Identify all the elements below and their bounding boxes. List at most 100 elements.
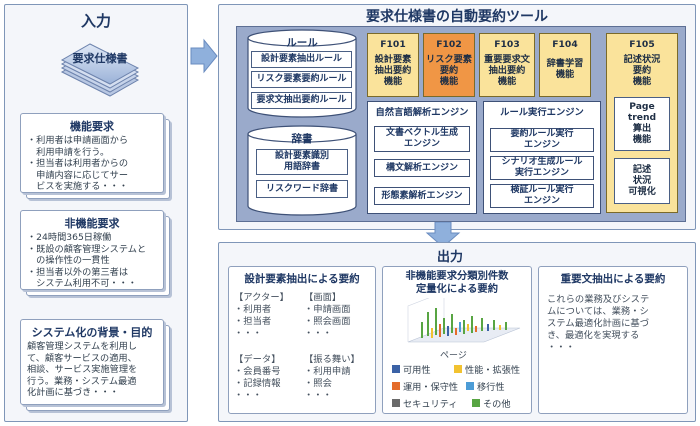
page-trend-chart-icon — [404, 291, 524, 350]
down-arrow-icon — [425, 221, 461, 248]
design-group-item: ・・・ — [234, 390, 262, 401]
legend-item-performance: 性能・拡張性 — [454, 362, 520, 376]
dict-item-riskword: リスクワード辞書 — [256, 180, 348, 198]
legend: 可用性 性能・拡張性 運用・保守性 移行性 セキュリティ その他 — [392, 362, 530, 412]
legend-swatch — [392, 399, 400, 407]
legend-swatch — [472, 399, 480, 407]
nonfunctional-req-line: の操作性の一貫性 — [27, 255, 110, 267]
legend-label: 運用・保守性 — [403, 382, 459, 393]
function-f104-label: 辞書学習 機能 — [546, 58, 584, 80]
design-group-item: ・利用申請 — [304, 366, 351, 377]
design-group-item: ・照会画面 — [304, 316, 351, 327]
dict-item-terms-label: 設計要素識別 用語辞書 — [274, 151, 329, 172]
legend-swatch — [392, 382, 400, 390]
legend-label: 可用性 — [403, 365, 431, 376]
function-f102: F102 リスク要素 要約 機能 — [423, 33, 475, 97]
document-stack-label: 要求仕様書 — [72, 52, 128, 65]
legend-label: 移行性 — [477, 382, 505, 393]
function-f101-label: 設計要素 抽出要約 機能 — [374, 54, 412, 87]
nlp-engine-docvector: 文書ベクトル生成 エンジン — [374, 126, 470, 152]
nonfunctional-req-card: 非機能要求 ・24時間365日稼働 ・既設の顧客管理システムと の操作性の一貫性… — [20, 210, 164, 290]
function-f101: F101 設計要素 抽出要約 機能 — [367, 33, 419, 97]
design-group-item: ・利用者 — [234, 304, 272, 315]
important-summary-line: き、最適化を実現する — [547, 330, 640, 341]
design-group-item: ・申請画面 — [304, 304, 351, 315]
rule-item-design: 設計要素抽出ルール — [251, 51, 352, 68]
design-group-data: 【データ】 ・会員番号 ・記録情報 ・・・ — [234, 354, 300, 402]
design-group-item: ・担当者 — [234, 316, 272, 327]
rule-engine-verify: 検証ルール実行 エンジン — [490, 184, 594, 208]
legend-label: 性能・拡張性 — [465, 365, 521, 376]
functional-req-line: 申請内容に応じてサー — [27, 169, 129, 181]
function-f102-id: F102 — [436, 39, 462, 50]
background-line: 顧客管理システムを利用し — [27, 341, 137, 352]
rules-label: ルール — [286, 37, 318, 49]
design-group-item: ・・・ — [234, 328, 262, 339]
function-f101-id: F101 — [380, 39, 406, 50]
input-title: 入力 — [80, 12, 111, 30]
output-title: 出力 — [436, 250, 463, 265]
nonfunctional-req-line: システム利用不可・・・ — [27, 278, 137, 290]
important-summary-line: ・・・ — [547, 342, 575, 353]
functional-req-line: ビスを実施する・・・ — [27, 181, 129, 193]
functional-req-line: 利用申請を行う。 — [27, 146, 110, 158]
legend-item-other: その他 — [472, 396, 511, 410]
rule-engine-summary: 要約ルール実行 エンジン — [490, 128, 594, 152]
important-summary-title: 重要文抽出による要約 — [560, 273, 666, 285]
functional-req-card: 機能要求 ・利用者は申請画面から 利用申請を行う。 ・担当者は利用者からの 申請… — [20, 113, 164, 193]
function-f105-visualize: 記述 状況 可視化 — [614, 158, 670, 204]
function-f102-label: リスク要素 要約 機能 — [426, 54, 472, 87]
rule-engine-title: ルール実行エンジン — [500, 107, 584, 118]
design-group-item: ・・・ — [304, 390, 332, 401]
nlp-engine-title: 自然言語解析エンジン — [375, 107, 469, 118]
function-f103: F103 重要要求文 抽出要約 機能 — [479, 33, 535, 97]
nonfunctional-req-heading: 非機能要求 — [64, 217, 120, 230]
legend-label: セキュリティ — [403, 399, 458, 410]
important-summary-line: ステム最適化計画に基づ — [547, 318, 649, 329]
nonfunc-summary-title: 非機能要求分類別件数 定量化による要約 — [405, 270, 509, 295]
rule-item-risk: リスク要素要約ルール — [251, 71, 352, 88]
function-f105-id: F105 — [629, 39, 655, 50]
function-f104: F104 辞書学習 機能 — [539, 33, 591, 97]
background-line: て、顧客サービスの適用、 — [27, 352, 137, 364]
important-summary-line: ムについては、業務・シ — [547, 306, 649, 317]
functional-req-line: ・担当者は利用者からの — [27, 158, 129, 170]
legend-swatch — [454, 365, 462, 373]
right-arrow-icon — [190, 38, 218, 74]
design-group-heading: 【振る舞い】 — [304, 354, 360, 365]
important-summary-line: これらの業務及びシステ — [547, 294, 650, 305]
function-f103-label: 重要要求文 抽出要約 機能 — [484, 54, 530, 87]
background-card: システム化の背景・目的 顧客管理システムを利用し て、顧客サービスの適用、 相談… — [20, 319, 164, 405]
function-f104-id: F104 — [552, 39, 578, 50]
design-group-item: ・・・ — [304, 328, 332, 339]
legend-item-availability: 可用性 — [392, 362, 431, 376]
background-line: 行う。業務・システム最適 — [27, 375, 137, 387]
legend-swatch — [392, 365, 400, 373]
design-group-behavior: 【振る舞い】 ・利用申請 ・照会 ・・・ — [304, 354, 374, 402]
design-summary-title: 設計要素抽出による要約 — [244, 273, 360, 285]
nonfunctional-req-line: ・24時間365日稼働 — [27, 232, 112, 243]
function-f103-id: F103 — [494, 39, 520, 50]
nonfunctional-req-line: ・既設の顧客管理システムと — [27, 243, 147, 255]
design-group-item: ・照会 — [304, 378, 332, 389]
nlp-engine-morph: 形態素解析エンジン — [374, 187, 470, 205]
function-f105-label: 記述状況 要約 機能 — [623, 54, 661, 87]
design-group-item: ・会員番号 — [234, 366, 281, 377]
background-line: 化計画に基づき・・・ — [27, 387, 119, 399]
legend-label: その他 — [483, 399, 511, 410]
legend-item-operation: 運用・保守性 — [392, 379, 458, 393]
design-summary-card: 設計要素抽出による要約 — [228, 266, 376, 414]
design-group-heading: 【画面】 — [304, 292, 342, 303]
dictionary-label: 辞書 — [291, 133, 313, 145]
legend-swatch — [466, 382, 474, 390]
rule-engine-scenario: シナリオ生成ルール 実行エンジン — [490, 156, 594, 180]
design-group-heading: 【アクター】 — [234, 292, 289, 303]
functional-req-line: ・利用者は申請画面から — [27, 135, 129, 146]
background-line: 相談、サービス実施管理を — [27, 364, 138, 376]
functional-req-heading: 機能要求 — [70, 120, 114, 133]
page-axis-label: ページ — [440, 351, 467, 361]
legend-item-security: セキュリティ — [392, 396, 458, 410]
tool-title: 要求仕様書の自動要約ツール — [366, 9, 548, 25]
important-summary-card: 重要文抽出による要約 これらの業務及びシステ ムについては、業務・シ ステム最適… — [538, 266, 688, 414]
nlp-engine-syntax: 構文解析エンジン — [374, 159, 470, 177]
